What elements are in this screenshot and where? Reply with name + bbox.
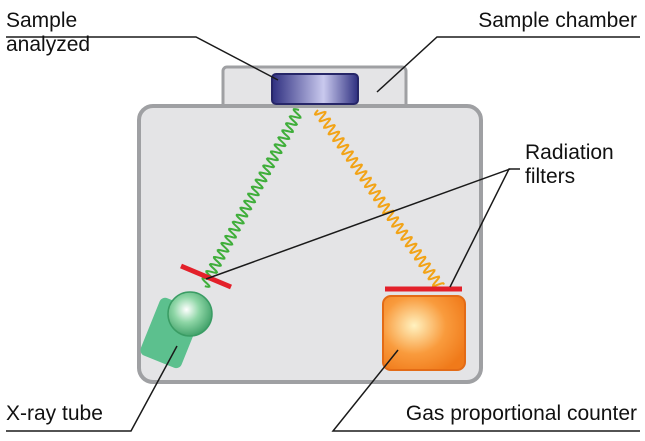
leader-line-sample <box>6 36 279 81</box>
label-radiation-line2: filters <box>525 165 576 188</box>
xray-tube <box>140 291 213 369</box>
label-sample-line1: Sample <box>6 9 78 32</box>
leader-line-counter <box>331 349 640 432</box>
incident-xray-wave <box>201 108 302 288</box>
label-radiation-line1: Radiation <box>525 141 614 164</box>
label-gas-proportional-counter: Gas proportional counter <box>405 402 637 425</box>
fluorescent-xray-wave <box>313 109 445 287</box>
label-radiation-filters: Radiation filters <box>525 141 614 189</box>
radiation-filter-left <box>180 263 232 290</box>
gas-proportional-counter-box <box>382 295 466 371</box>
label-sample-analyzed: Sample analyzed <box>6 9 90 57</box>
leader-line-xray-tube <box>6 345 178 432</box>
label-sample-line2: analyzed <box>6 33 91 56</box>
label-xray-tube: X-ray tube <box>6 402 103 425</box>
label-sample-chamber: Sample chamber <box>478 9 637 32</box>
leader-line-chamber <box>376 36 640 93</box>
leader-line-filter-right <box>449 168 520 288</box>
sample-analyzed-disc <box>271 73 359 105</box>
leader-line-filter-left <box>205 168 511 280</box>
xray-tube-window <box>167 291 213 337</box>
